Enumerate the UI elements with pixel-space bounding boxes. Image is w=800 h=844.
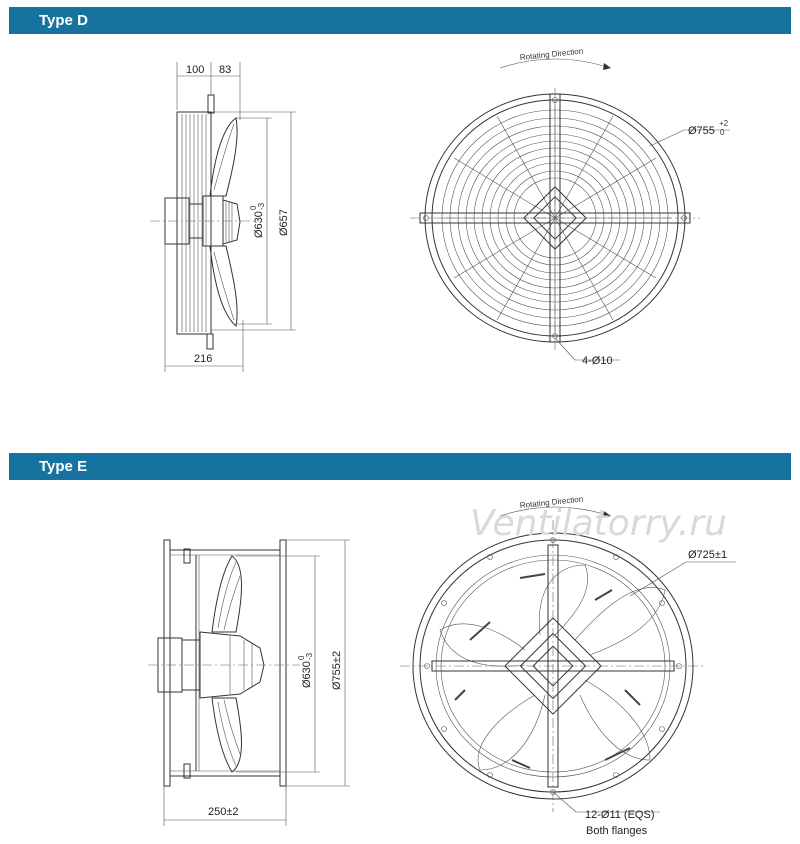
dim-tol-upper: 0 [297, 655, 306, 660]
dim-216: 216 [194, 353, 212, 365]
dim-100: 100 [186, 64, 204, 76]
dim-ring-dia-725: Ø725±1 [688, 549, 727, 561]
holes-label: 4-Ø10 [582, 355, 613, 367]
dim-tol-lower: 0 [720, 128, 725, 137]
dim-83: 83 [219, 64, 231, 76]
dim-tol-lower: -3 [305, 652, 314, 660]
dim-dia-755: Ø755±2 [331, 651, 343, 690]
type-e-side-view: 250±2 Ø630 0 -3 Ø755±2 [148, 539, 350, 826]
holes-label: 12-Ø11 (EQS) [585, 809, 655, 821]
type-e-front-view: Rotating Direction [400, 495, 736, 837]
section-title: Type D [39, 12, 88, 29]
dim-dia-630: Ø630 [253, 211, 265, 238]
watermark: Ventilatorry.ru [470, 503, 727, 544]
dim-tol-upper: 0 [249, 205, 258, 210]
type-d-side-view: 100 83 216 [150, 62, 296, 372]
dim-tol-upper: +2 [719, 119, 729, 128]
section-title: Type E [39, 458, 88, 475]
dim-outer-dia-755: Ø755 [688, 125, 715, 137]
section-banner-type-d: Type D [9, 7, 791, 34]
section-banner-type-e: Type E [9, 453, 791, 480]
type-d-front-view: Rotating Direction [410, 47, 730, 367]
dim-dia-630: Ø630 [301, 661, 313, 688]
dim-dia-657: Ø657 [278, 209, 290, 236]
holes-note: Both flanges [586, 825, 648, 837]
dim-250: 250±2 [208, 806, 239, 818]
dim-tol-lower: -3 [257, 202, 266, 210]
